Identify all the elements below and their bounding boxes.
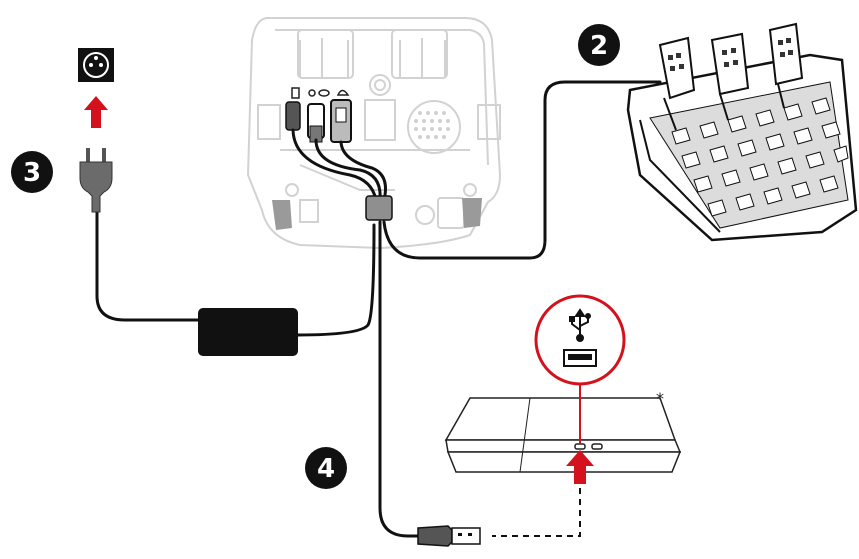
base-port-icons [291, 87, 350, 99]
wheel-base-rear [246, 17, 502, 250]
red-arrow-icon [84, 96, 108, 128]
step-badge-2-label: 2 [590, 31, 608, 61]
pedal-set [626, 22, 858, 242]
usb-symbol-icon [569, 308, 591, 342]
speaker-grill [414, 111, 450, 139]
power-adapter [198, 308, 298, 356]
step-badge-4: 4 [305, 447, 347, 489]
power-plug-icon [79, 148, 113, 213]
step-badge-3: 3 [11, 151, 53, 193]
usb-plug-icon [417, 525, 481, 547]
base-feet [272, 198, 482, 230]
base-connectors [285, 99, 352, 143]
console-usb-arrow-icon [566, 450, 594, 484]
cables [95, 80, 662, 538]
usb-port-icon [563, 349, 597, 367]
game-console [444, 397, 682, 473]
step-badge-2: 2 [578, 24, 620, 66]
wall-socket-icon [78, 48, 114, 82]
usb-dashed-link [492, 488, 581, 537]
step-badge-3-label: 3 [23, 158, 41, 188]
console-footnote-marker: * [656, 389, 664, 408]
step-badge-4-label: 4 [317, 454, 335, 484]
cable-clip [365, 195, 393, 221]
